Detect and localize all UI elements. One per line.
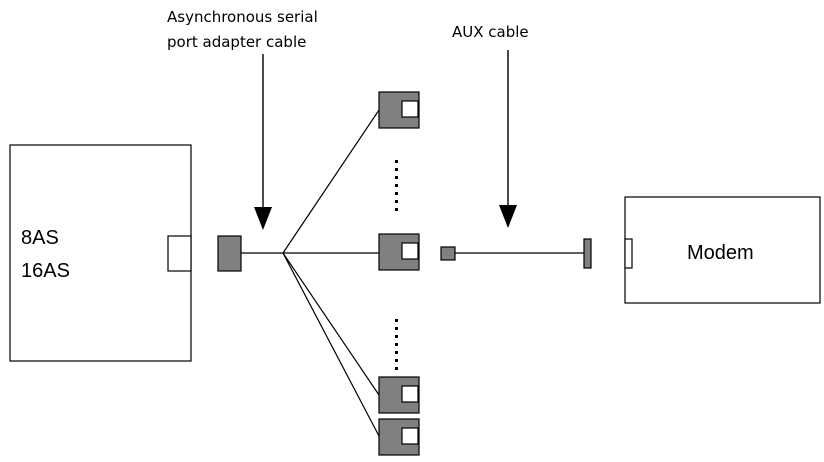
aux-cable-left-connector [440,246,456,261]
adapter-port-connector [378,91,420,129]
aux-cable-label: AUX cable [452,23,529,41]
ellipsis-dots [395,160,398,211]
modem: Modem [624,196,821,304]
ellipsis-dots [395,319,398,370]
async-serial-card: 8AS 16AS [9,144,192,362]
card-port [167,235,192,272]
adapter-cable-fanout [282,109,380,437]
adapter-cable-connector [217,235,242,272]
card-label-8as: 8AS [21,227,59,249]
adapter-port-connector [378,376,420,414]
modem-label: Modem [687,242,754,264]
card-label-16as: 16AS [21,260,70,282]
adapter-cable-label-line2: port adapter cable [167,33,306,51]
adapter-port-connector [378,233,420,271]
adapter-cable-arrow [254,54,272,230]
aux-cable [440,238,592,269]
modem-port [624,238,633,269]
adapter-port-connector [378,418,420,456]
adapter-cable-label-line1: Asynchronous serial [167,8,318,26]
aux-cable-right-connector [583,238,592,269]
aux-cable-arrow [499,50,517,228]
